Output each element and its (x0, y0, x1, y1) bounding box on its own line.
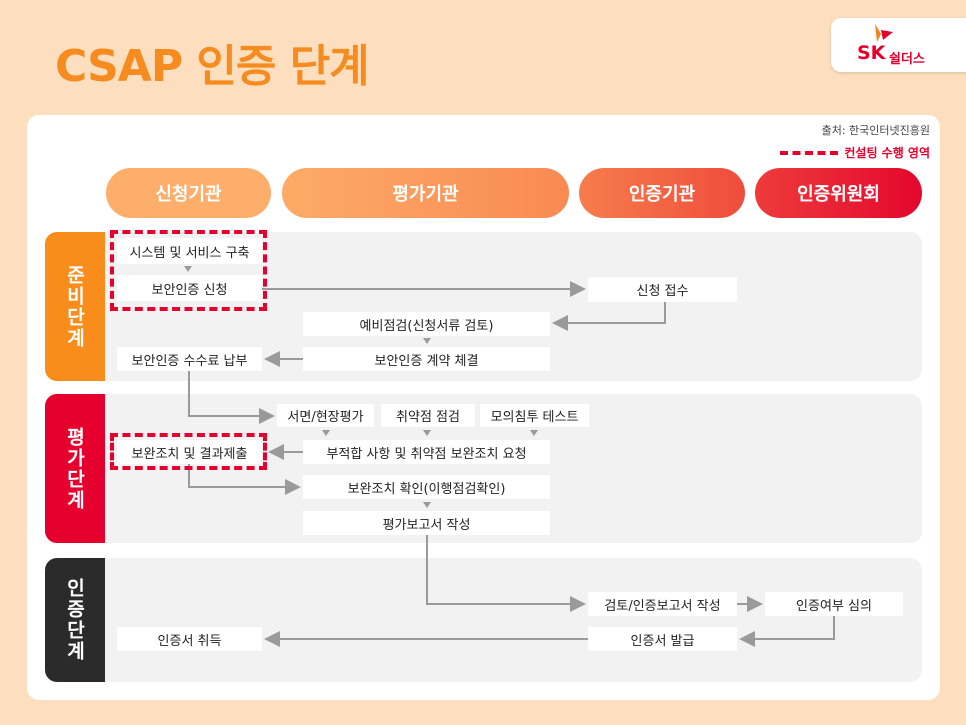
step-deliberate: 인증여부 심의 (765, 592, 903, 616)
phase-label: 준비단계 (45, 232, 105, 381)
step-report: 평가보고서 작성 (303, 511, 550, 535)
step-apply: 보안인증 신청 (117, 275, 262, 301)
legend-dash (780, 150, 839, 155)
down-arrow (184, 266, 192, 272)
arrow (552, 302, 666, 331)
step-acquire: 인증서 취득 (117, 627, 262, 651)
step-issue: 인증서 발급 (588, 627, 737, 651)
phase-certify: 인증단계 (45, 558, 922, 682)
step-pentest: 모의침투 테스트 (480, 404, 589, 427)
logo-brand: SK (857, 42, 886, 64)
sk-shieldus-logo: SK 쉴더스 (831, 18, 966, 72)
header-applicant: 신청기관 (106, 168, 271, 218)
down-arrow (423, 338, 431, 344)
header-evaluator: 평가기관 (282, 168, 569, 218)
source-note: 출처: 한국인터넷진흥원 (821, 124, 930, 137)
step-build: 시스템 및 서비스 구축 (117, 238, 262, 264)
step-confirm: 보완조치 확인(이행점검확인) (303, 475, 550, 499)
step-review: 검토/인증보고서 작성 (588, 592, 737, 616)
step-request: 부적합 사항 및 취약점 보완조치 요청 (303, 440, 550, 464)
arrow (426, 535, 586, 612)
header-committee: 인증위원회 (755, 168, 922, 218)
legend: 컨설팅 수행 영역 (780, 144, 930, 161)
step-precheck: 예비점검(신청서류 검토) (303, 312, 550, 336)
step-fee: 보안인증 수수료 납부 (117, 347, 262, 371)
step-submit: 보완조치 및 결과제출 (117, 440, 262, 464)
logo-name: 쉴더스 (889, 52, 925, 67)
legend-label: 컨설팅 수행 영역 (844, 146, 930, 160)
down-arrow (423, 502, 431, 508)
header-certifier: 인증기관 (579, 168, 745, 218)
consulting-area-outline (110, 230, 267, 311)
step-contract: 보안인증 계약 체결 (303, 347, 550, 371)
sk-butterfly-icon (875, 24, 893, 42)
consulting-area-outline (110, 433, 267, 470)
arrow (188, 464, 301, 495)
down-arrow (322, 430, 330, 436)
down-arrow (530, 430, 538, 436)
down-arrow (423, 430, 431, 436)
phase-label: 인증단계 (45, 558, 105, 682)
step-receive: 신청 접수 (588, 277, 737, 302)
arrow (188, 371, 275, 424)
phase-label: 평가단계 (45, 394, 105, 543)
page-title: CSAP 인증 단계 (55, 41, 370, 92)
step-doc-eval: 서면/현장평가 (277, 404, 374, 427)
step-vuln: 취약점 점검 (381, 404, 475, 427)
arrow (739, 616, 835, 647)
